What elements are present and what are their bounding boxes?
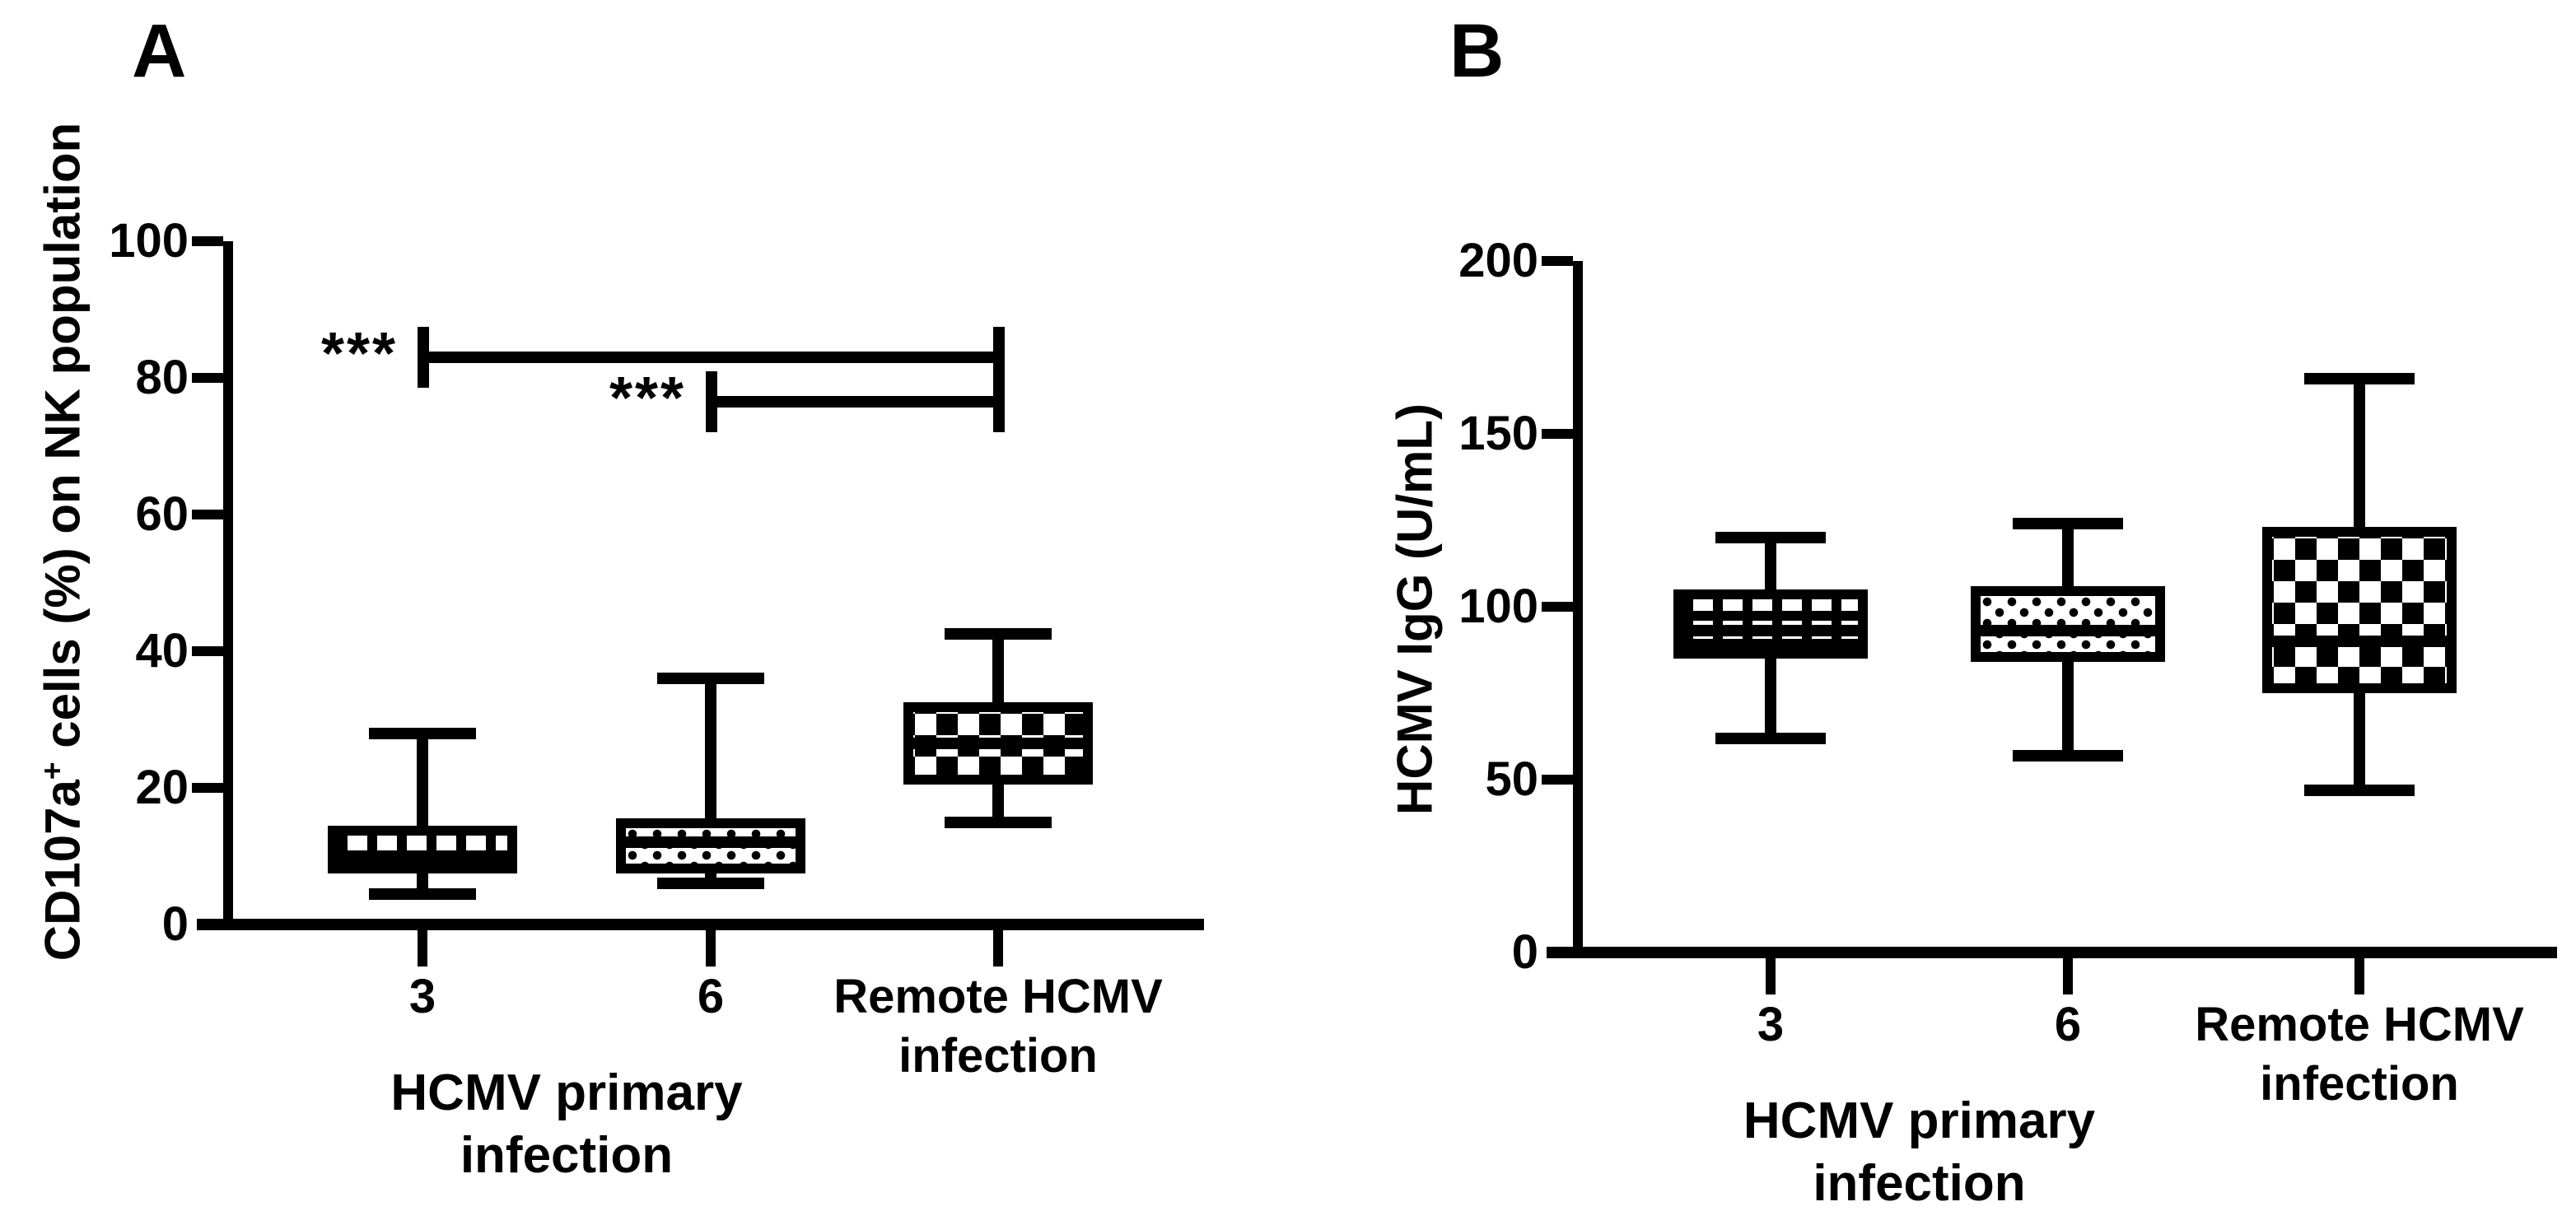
panel-a-x-category-label-0: 3	[408, 970, 436, 1023]
panel-b-x-category-label-1: 6	[2054, 998, 2082, 1051]
panel-a-sig-1-tick-left	[706, 371, 717, 433]
panel-b-box-2-upper-whisker	[2354, 378, 2365, 528]
panel-b-box-0-iqr-box	[1673, 589, 1868, 659]
panel-b-y-tick-label-150: 150	[1458, 407, 1538, 460]
panel-a-x-tick-0	[418, 930, 427, 966]
panel-a-y-tick-label-100: 100	[109, 214, 189, 268]
panel-b-x-tick-1	[2063, 958, 2073, 994]
panel-a-box-2-upper-whisker	[992, 634, 1004, 703]
panel-b-x-tick-0	[1766, 958, 1776, 994]
panel-a-x-category-label-1: 6	[697, 970, 725, 1023]
panel-a-box-0-lower-cap	[369, 887, 476, 900]
panel-a-sig-0-stars: ***	[320, 321, 398, 388]
panel-b-x-tick-2	[2354, 958, 2364, 994]
panel-a-y-tick-40	[192, 646, 223, 656]
panel-b-box-2-median	[2262, 636, 2457, 647]
panel-a-y-tick-label-20: 20	[135, 761, 189, 814]
panel-a-sig-0-line	[422, 352, 998, 364]
panel-a-box-2-lower-cap	[945, 816, 1052, 828]
panel-b-y-tick-150	[1542, 429, 1573, 439]
panel-a-y-tick-80	[192, 373, 223, 383]
panel-a-box-0-upper-whisker	[417, 733, 428, 826]
panel-b-y-tick-label-100: 100	[1458, 580, 1538, 633]
panel-a-box-1-lower-cap	[657, 878, 764, 890]
panel-b-x-axis-line	[1547, 947, 2557, 958]
panel-b-box-2-lower-whisker	[2354, 693, 2365, 790]
panel-a-y-tick-label-80: 80	[135, 351, 189, 404]
panel-b-y-tick-50	[1542, 775, 1573, 785]
panel-a-box-0-median	[328, 850, 517, 862]
panel-a-box-0-upper-cap	[369, 727, 476, 739]
panel-b-y-tick-label-50: 50	[1485, 752, 1538, 806]
panel-b-letter: B	[1449, 9, 1505, 93]
panel-a-sig-1-stars: ***	[609, 366, 686, 432]
panel-a-y-tick-20	[192, 783, 223, 793]
panel-a-box-2-lower-whisker	[992, 784, 1004, 822]
panel-a-y-tick-60	[192, 510, 223, 519]
panel-a-x-tick-2	[993, 930, 1003, 966]
panel-b-box-0-median	[1673, 625, 1868, 637]
panel-b-box-1-lower-whisker	[2062, 662, 2074, 756]
panel-b-y-axis-line	[1573, 261, 1583, 958]
panel-b-box-1-upper-whisker	[2062, 524, 2074, 586]
panel-a-box-0-iqr-box	[328, 825, 517, 873]
panel-b-box-2-lower-cap	[2304, 784, 2415, 796]
panel-b-box-1-upper-cap	[2013, 518, 2123, 530]
panel-a-sig-0-tick-left	[418, 327, 429, 389]
panel-a-box-1-upper-cap	[657, 673, 764, 685]
panel-a-y-tick-label-0: 0	[161, 897, 189, 951]
panel-b-box-2-upper-cap	[2304, 372, 2415, 384]
panel-b-box-1-iqr-box	[1971, 585, 2165, 663]
panel-b-box-1-lower-cap	[2013, 749, 2123, 762]
panel-a-sig-1-tick-right	[993, 371, 1005, 433]
panel-a-y-tick-label-40: 40	[135, 624, 189, 678]
panel-b-y-tick-label-200: 200	[1458, 234, 1538, 287]
panel-a-letter: A	[132, 9, 187, 93]
panel-b-box-0-upper-cap	[1715, 532, 1826, 543]
panel-b-y-tick-200	[1542, 256, 1573, 266]
panel-b-box-1-median	[1971, 625, 2165, 637]
panel-b-x-category-label-0: 3	[1757, 998, 1785, 1051]
panel-b-box-2-iqr-box	[2262, 527, 2457, 693]
panel-a-y-axis-line	[223, 241, 233, 930]
panel-b-box-0-lower-cap	[1715, 732, 1826, 744]
panel-a-y-tick-label-60: 60	[135, 487, 189, 541]
panel-b-y-tick-label-0: 0	[1511, 925, 1538, 979]
panel-a-box-2-median	[903, 738, 1093, 750]
panel-b-box-0-upper-whisker	[1765, 538, 1776, 589]
panel-a-box-1-upper-whisker	[705, 678, 716, 819]
panel-a-box-1-median	[616, 836, 805, 849]
panel-a-sig-1-line	[711, 396, 998, 408]
panel-a-x-tick-1	[706, 930, 716, 966]
panel-b-box-0-lower-whisker	[1765, 659, 1776, 738]
panel-a-y-tick-100	[192, 236, 223, 246]
panel-a-x-axis-line	[197, 919, 1204, 930]
panel-b-y-tick-100	[1542, 602, 1573, 612]
panel-a-box-2-upper-cap	[945, 628, 1052, 640]
